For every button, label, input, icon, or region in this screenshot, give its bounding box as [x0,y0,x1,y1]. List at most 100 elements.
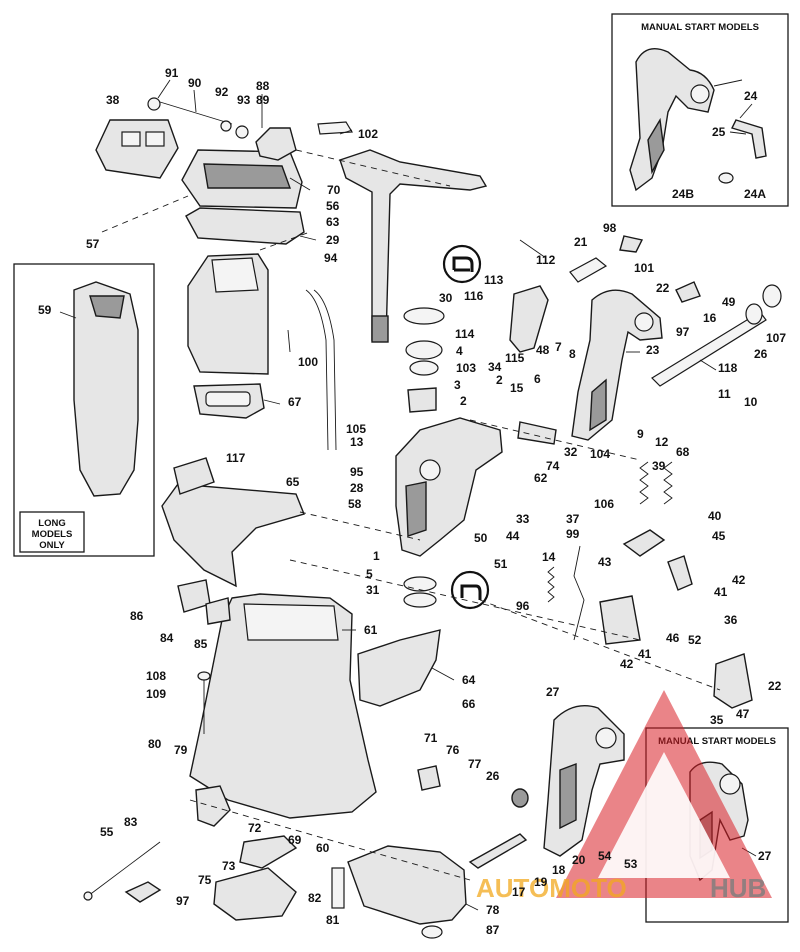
callout-label: 2 [496,373,503,387]
callout-label: 41 [638,647,652,661]
callout-label: 58 [348,497,362,511]
callout-label: 40 [708,509,722,523]
callout-label: 1 [373,549,380,563]
callout-label: 50 [474,531,488,545]
callout-label: 67 [288,395,302,409]
callout-label: 24A [744,187,766,201]
automotohub-watermark: AUTOMOTO HUB [476,690,772,903]
callout-label: 49 [722,295,736,309]
callout-label: 19 [534,875,548,889]
callout-label: 27 [758,849,772,863]
callout-label: 43 [598,555,612,569]
callout-label: 84 [160,631,174,645]
callout-label: 6 [534,372,541,386]
callout-label: 89 [256,93,270,107]
callout-label: 5 [366,567,373,581]
callout-label: 44 [506,529,520,543]
callout-label: 72 [248,821,262,835]
callout-label: 96 [516,599,530,613]
callout-label: 26 [486,769,500,783]
callout-label: 24B [672,187,694,201]
exhaust-housing-group [187,253,291,419]
callout-label: 83 [124,815,138,829]
callout-label: 15 [510,381,524,395]
callout-label: 87 [486,923,500,937]
callout-label: 47 [736,707,750,721]
callout-label: 71 [424,731,438,745]
callout-labels: 91 90 92 93 88 89 38 102 70 56 63 57 29 … [38,66,786,937]
callout-label: 60 [316,841,330,855]
callout-label: 107 [766,331,786,345]
callout-label: 53 [624,857,638,871]
callout-label: 55 [100,825,114,839]
callout-label: 73 [222,859,236,873]
callout-label: 33 [516,512,530,526]
callout-label: 88 [256,79,270,93]
lower-unit-parts-group [83,833,528,939]
callout-label: 95 [350,465,364,479]
callout-label: 18 [552,863,566,877]
inset-title-bottom: MANUAL START MODELS [658,736,776,747]
callout-label: 75 [198,873,212,887]
callout-label: 39 [652,459,666,473]
callout-label: 100 [298,355,318,369]
tilt-springs-group [547,461,753,709]
callout-label: 113 [484,273,504,287]
callout-label: 26 [754,347,768,361]
callout-label: 109 [146,687,166,701]
callout-label: 42 [620,657,634,671]
callout-label: 36 [724,613,738,627]
hook-symbol-top-icon [442,244,482,284]
callout-label: 8 [569,347,576,361]
callout-label: 31 [366,583,380,597]
callout-label: 78 [486,903,500,917]
callout-label: 112 [536,253,556,267]
callout-label: 99 [566,527,580,541]
callout-label: 52 [688,633,702,647]
callout-label: 82 [308,891,322,905]
callout-label: 32 [564,445,578,459]
callout-label: 4 [456,344,463,358]
lower-housing-group [161,457,441,827]
callout-label: 56 [326,199,340,213]
callout-label: 94 [324,251,338,265]
callout-label: 77 [468,757,482,771]
callout-label: 81 [326,913,340,927]
callout-label: 116 [464,289,484,303]
callout-label: 68 [676,445,690,459]
inset-title-top: MANUAL START MODELS [641,22,759,33]
callout-label: 118 [718,361,738,375]
stern-bracket-group [571,281,782,441]
callout-label: 63 [326,215,340,229]
inset-manual-start-top: MANUAL START MODELS [611,13,789,207]
stern-bracket-lower-group [511,705,625,857]
steering-arm-group [305,149,488,451]
callout-label: 22 [656,281,670,295]
callout-label: 14 [542,550,556,564]
callout-label: 35 [710,713,724,727]
callout-label: 28 [350,481,364,495]
callout-label: 29 [326,233,340,247]
callout-label: 114 [455,327,475,341]
callout-label: 45 [712,529,726,543]
callout-label: 101 [634,261,654,275]
callout-label: 97 [676,325,690,339]
callout-label: 117 [226,451,246,465]
callout-label: 86 [130,609,144,623]
tilt-lever-group [509,235,644,445]
callout-label: 54 [598,849,612,863]
callout-label: 46 [666,631,680,645]
callout-label: 12 [655,435,669,449]
callout-label: 30 [439,291,453,305]
callout-label: 108 [146,669,166,683]
callout-label: 90 [188,76,202,90]
callout-label: 2 [460,394,467,408]
callout-label: 66 [462,697,476,711]
callout-label: 42 [732,573,746,587]
callout-label: 105 [346,422,366,436]
callout-label: 70 [327,183,341,197]
callout-label: 92 [215,85,229,99]
callout-label: 51 [494,557,508,571]
callout-label: 34 [488,360,502,374]
